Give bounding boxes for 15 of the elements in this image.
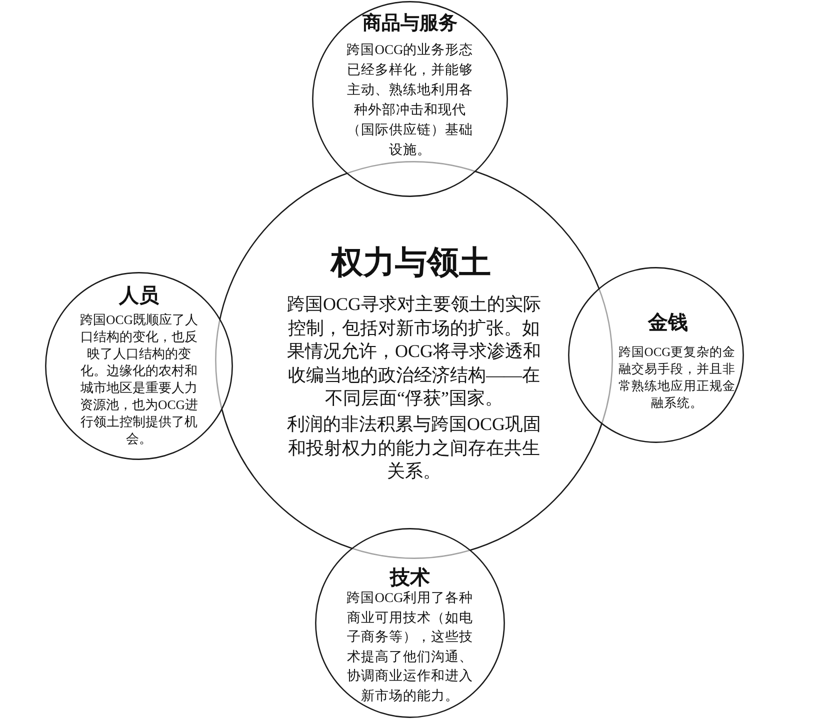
topic-circle: [315, 528, 505, 718]
circle-heading: 人员: [119, 284, 159, 308]
circle-heading: 金钱: [648, 311, 688, 335]
circle-heading: 权力与领土: [331, 243, 491, 282]
topic-circle: [568, 267, 744, 443]
topic-circle: [215, 161, 613, 559]
circle-text: 跨国OCG既顺应了人口结构的变化，也反映了人口结构的变化。边缘化的农村和城市地区是重要人力资源池，也为OCG进行领土控制提供了机会。: [78, 312, 199, 448]
topic-circle: [45, 272, 233, 460]
circle-text: 跨国OCG利用了各种商业可用技术（如电子商务等），这些技术提高了他们沟通、协调商业运作和进入新市场的能力。: [346, 589, 474, 705]
circle-heading: 商品与服务: [362, 12, 458, 36]
circle-text: 利润的非法积累与跨国OCG巩固和投射权力的能力之间存在共生关系。: [286, 413, 542, 484]
circle-text: 跨国OCG的业务形态已经多样化，并能够主动、熟练地利用各种外部冲击和现代（国际供应链）基础设施。: [346, 41, 474, 159]
circle-heading: 技术: [390, 566, 430, 590]
circle-text: 跨国OCG寻求对主要领土的实际控制，包括对新市场的扩张。如果情况允许，OCG将寻求渗透和收编当地的政治经济结构——在不同层面“俘获”国家。: [286, 293, 542, 410]
circle-text: 跨国OCG更复杂的金融交易手段，并且非常熟练地应用正规金融系统。: [618, 344, 736, 412]
